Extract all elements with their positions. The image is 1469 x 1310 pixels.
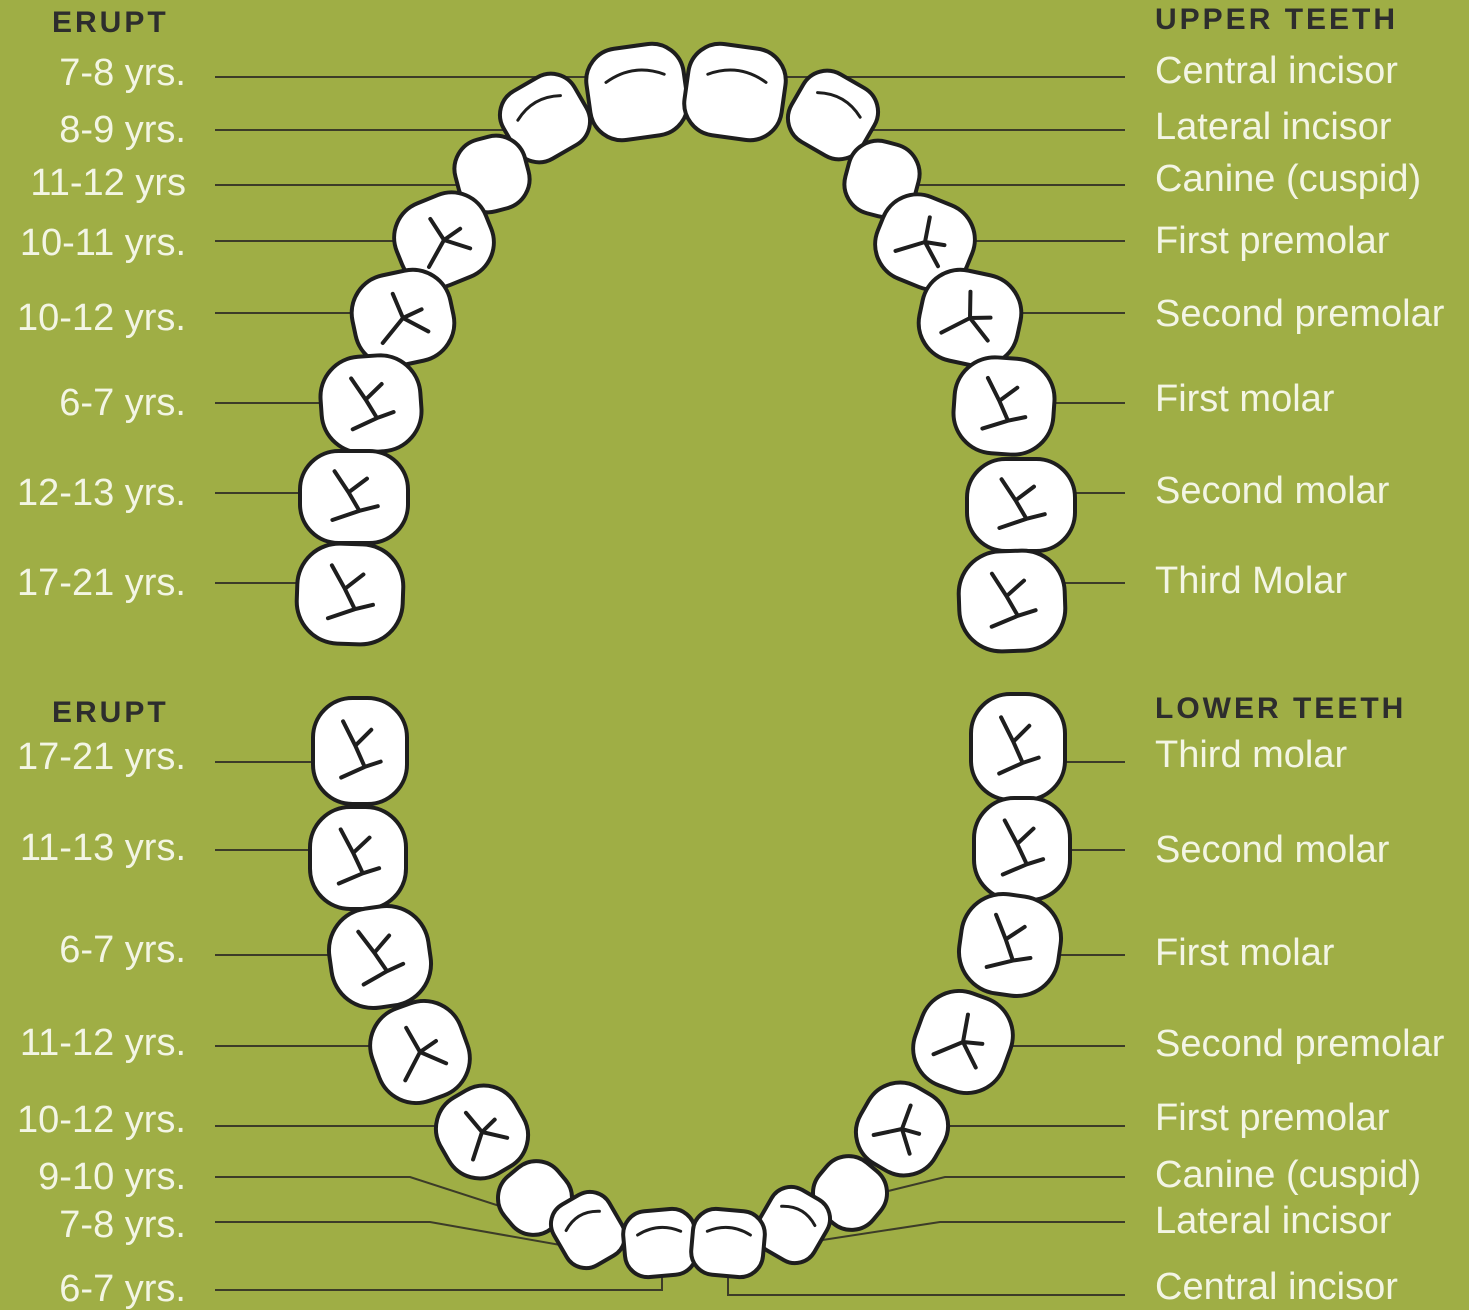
upper-age-lateral-incisor: 8-9 yrs. [0,111,186,149]
lower-right-second-molar [974,798,1070,900]
lower-name-canine: Canine (cuspid) [1155,1156,1421,1194]
lower-teeth-header: LOWER TEETH [1155,694,1406,724]
lower-age-second-molar: 11-13 yrs. [0,829,186,867]
lower-name-second-premolar: Second premolar [1155,1025,1444,1063]
upper-name-first-premolar: First premolar [1155,222,1389,260]
lower-age-third-molar: 17-21 yrs. [0,738,186,776]
upper-age-first-molar: 6-7 yrs. [0,384,186,422]
upper-name-third-molar: Third Molar [1155,562,1347,600]
upper-name-lateral-incisor: Lateral incisor [1155,108,1392,146]
upper-age-central-incisor: 7-8 yrs. [0,54,186,92]
lower-left-second-molar [310,807,406,909]
lower-erupt-header: ERUPT [52,698,169,728]
lower-right-second-premolar [902,980,1024,1104]
lower-name-third-molar: Third molar [1155,736,1347,774]
lower-name-central-incisor: Central incisor [1155,1268,1398,1306]
lower-right-central-incisor [689,1207,766,1279]
lower-age-first-molar: 6-7 yrs. [0,931,186,969]
leader-lines [215,77,1125,1295]
lower-age-canine: 9-10 yrs. [0,1158,186,1196]
upper-right-central-incisor [680,40,790,145]
lower-left-leader-canine [215,1177,512,1210]
upper-teeth-header: UPPER TEETH [1155,5,1398,35]
lower-left-leader-central-incisor [215,1268,662,1290]
upper-erupt-header: ERUPT [52,8,169,38]
lower-right-leader-central-incisor [728,1268,1125,1295]
upper-right-second-molar [967,459,1075,551]
upper-name-canine: Canine (cuspid) [1155,160,1421,198]
upper-left-second-molar [300,451,408,543]
lower-left-central-incisor [621,1207,698,1279]
upper-age-second-premolar: 10-12 yrs. [0,299,186,337]
upper-name-central-incisor: Central incisor [1155,52,1398,90]
lower-right-third-molar [971,694,1065,800]
upper-age-canine: 11-12 yrs [0,164,186,202]
lower-right-first-molar [954,889,1067,1002]
lower-age-first-premolar: 10-12 yrs. [0,1101,186,1139]
upper-left-central-incisor [582,40,692,145]
lower-name-first-premolar: First premolar [1155,1099,1389,1137]
lower-age-lateral-incisor: 7-8 yrs. [0,1206,186,1244]
lower-left-third-molar [313,698,407,804]
upper-age-second-molar: 12-13 yrs. [0,474,186,512]
upper-left-first-molar [318,353,424,456]
lower-right-leader-canine [860,1177,1125,1198]
lower-name-first-molar: First molar [1155,934,1334,972]
lower-age-second-premolar: 11-12 yrs. [0,1024,186,1062]
upper-left-third-molar [295,542,404,646]
upper-right-first-molar [951,355,1057,458]
lower-left-first-molar [324,901,437,1014]
upper-name-first-molar: First molar [1155,380,1334,418]
teeth [295,40,1075,1279]
upper-name-second-molar: Second molar [1155,472,1389,510]
upper-age-third-molar: 17-21 yrs. [0,564,186,602]
lower-age-central-incisor: 6-7 yrs. [0,1270,186,1308]
upper-name-second-premolar: Second premolar [1155,295,1444,333]
upper-right-third-molar [957,549,1066,653]
lower-name-second-molar: Second molar [1155,831,1389,869]
upper-age-first-premolar: 10-11 yrs. [0,224,186,262]
lower-name-lateral-incisor: Lateral incisor [1155,1202,1392,1240]
